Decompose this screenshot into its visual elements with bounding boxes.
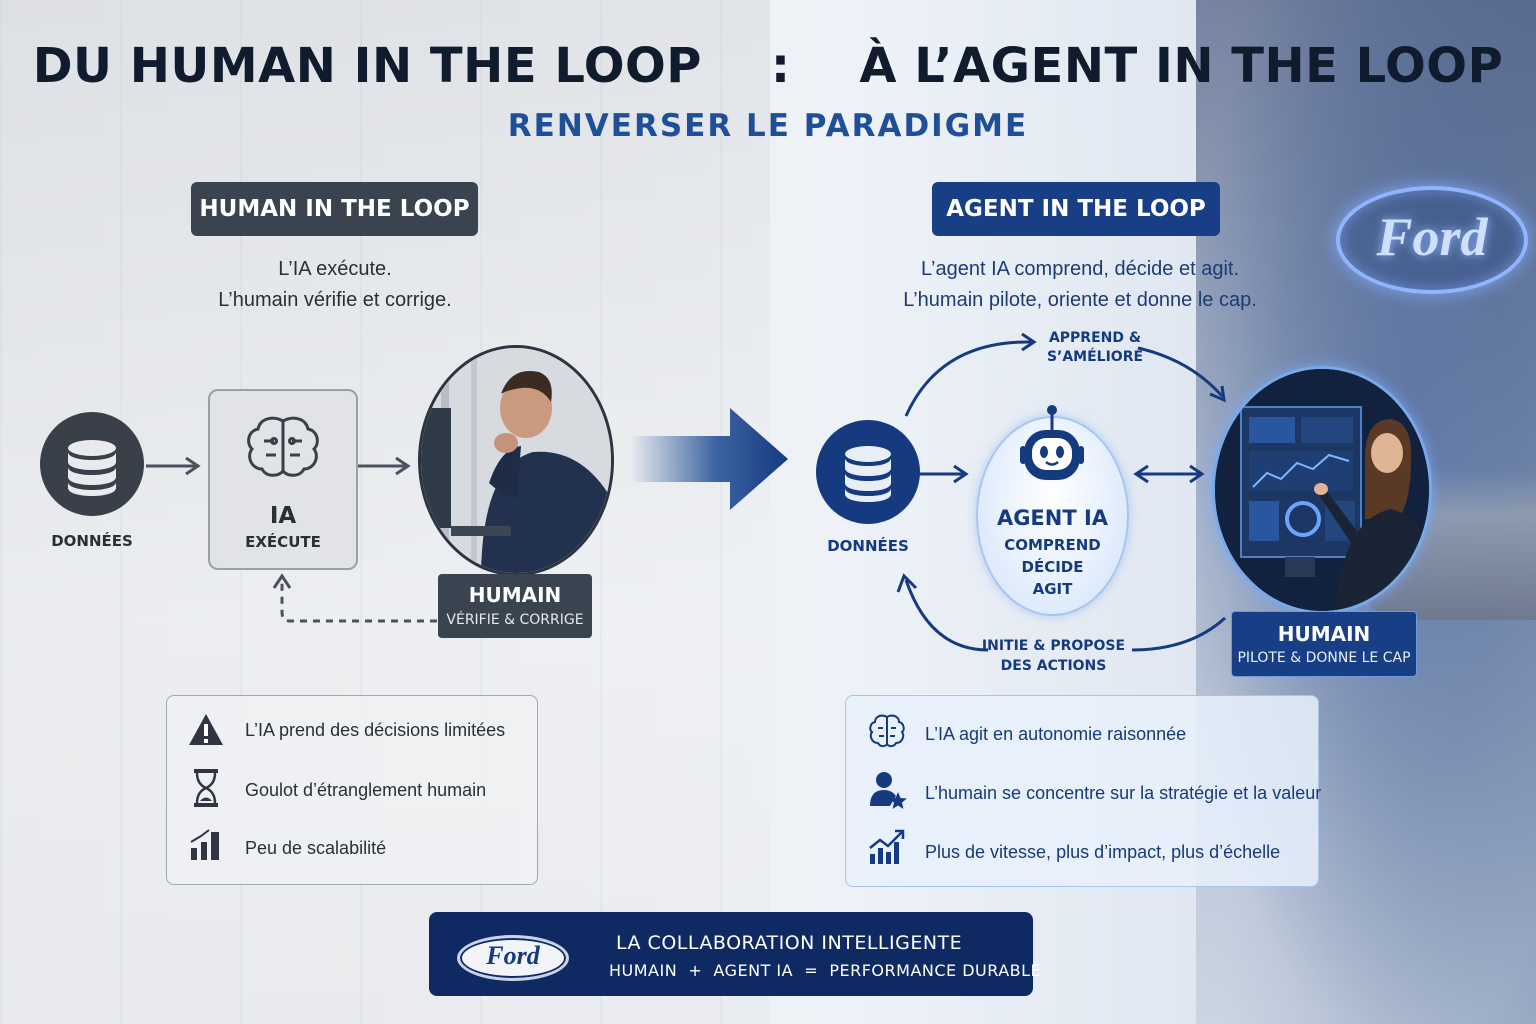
left-limitations-box: L’IA prend des décisions limitées Goulot… bbox=[166, 695, 538, 885]
right-point-3: Plus de vitesse, plus d’impact, plus d’é… bbox=[925, 842, 1281, 862]
agent-ia-circle: AGENT IA COMPREND DÉCIDE AGIT bbox=[976, 405, 1129, 616]
ia-execute-box: IA EXÉCUTE bbox=[208, 389, 358, 570]
left-point-3: Peu de scalabilité bbox=[245, 838, 387, 858]
agent-line-3: AGIT bbox=[1032, 580, 1073, 598]
ia-title: IA bbox=[269, 503, 297, 529]
loop-bottom-line1: INITIE & PROPOSE bbox=[981, 638, 1126, 654]
agent-line-2: DÉCIDE bbox=[1021, 558, 1084, 576]
subtitle: RENVERSER LE PARADIGME bbox=[507, 108, 1029, 144]
ford-logo-text: Ford bbox=[486, 941, 540, 970]
human-pilot-photo bbox=[1212, 366, 1432, 614]
database-icon bbox=[68, 440, 116, 496]
loop-top-line1: APPREND & bbox=[1048, 330, 1142, 346]
left-human-label-box: HUMAIN VÉRIFIE & CORRIGE bbox=[438, 574, 592, 638]
ford-logo: Ford bbox=[457, 935, 569, 981]
left-point-1: L’IA prend des décisions limitées bbox=[245, 720, 506, 740]
user-star-icon bbox=[870, 772, 907, 809]
agent-title: AGENT IA bbox=[996, 506, 1109, 530]
right-desc-line2: L’humain pilote, oriente et donne le cap… bbox=[903, 289, 1257, 311]
left-human-subtitle: VÉRIFIE & CORRIGE bbox=[446, 612, 584, 628]
left-desc-line1: L’IA exécute. bbox=[278, 258, 392, 280]
growth-chart-icon bbox=[869, 829, 905, 864]
right-benefits-box: L’IA agit en autonomie raisonnée L’humai… bbox=[845, 695, 1322, 887]
right-human-subtitle: PILOTE & DONNE LE CAP bbox=[1237, 650, 1411, 666]
man-at-computer-illustration bbox=[421, 348, 611, 573]
ford-sign-logo: Ford bbox=[1376, 207, 1488, 267]
loop-bottom-line2: DES ACTIONS bbox=[1000, 658, 1107, 674]
main-title: DU HUMAN IN THE LOOP : À L’AGENT IN THE … bbox=[32, 38, 1504, 94]
brain-icon bbox=[247, 416, 319, 477]
human-in-the-loop-pill: HUMAN IN THE LOOP bbox=[191, 182, 478, 236]
right-point-1: L’IA agit en autonomie raisonnée bbox=[925, 724, 1187, 744]
right-description: L’agent IA comprend, décide et agit. L’h… bbox=[860, 254, 1300, 316]
loop-top-label: APPREND & S’AMÉLIORE bbox=[1030, 329, 1160, 367]
warning-icon bbox=[189, 714, 223, 745]
left-point-2: Goulot d’étranglement humain bbox=[245, 780, 487, 800]
ia-subtitle: EXÉCUTE bbox=[245, 533, 321, 551]
left-data-circle bbox=[40, 412, 144, 516]
hourglass-icon bbox=[194, 769, 218, 807]
right-desc-line1: L’agent IA comprend, décide et agit. bbox=[921, 258, 1239, 280]
right-data-circle bbox=[816, 420, 920, 524]
feedback-loop-arrows bbox=[896, 332, 1227, 652]
left-data-label: DONNÉES bbox=[51, 532, 133, 550]
left-description: L’IA exécute. L’humain vérifie et corrig… bbox=[150, 254, 520, 316]
left-arrows bbox=[146, 456, 437, 623]
right-data-label: DONNÉES bbox=[827, 537, 909, 555]
bar-chart-icon bbox=[190, 829, 219, 860]
left-desc-line2: L’humain vérifie et corrige. bbox=[218, 289, 452, 311]
agent-in-the-loop-pill: AGENT IN THE LOOP bbox=[932, 182, 1220, 236]
banner-equation: HUMAIN + AGENT IA = PERFORMANCE DURABLE bbox=[609, 961, 1042, 980]
banner-headline: LA COLLABORATION INTELLIGENTE bbox=[616, 932, 963, 954]
transition-arrow-icon bbox=[630, 408, 788, 510]
right-point-2: L’humain se concentre sur la stratégie e… bbox=[925, 783, 1322, 803]
ford-neon-sign: Ford bbox=[1336, 186, 1528, 294]
right-human-label-box: HUMAIN PILOTE & DONNE LE CAP bbox=[1231, 611, 1417, 677]
woman-at-dashboard-illustration bbox=[1215, 369, 1429, 611]
left-human-title: HUMAIN bbox=[468, 583, 562, 607]
human-operator-photo bbox=[418, 345, 614, 576]
robot-icon bbox=[1020, 405, 1084, 480]
loop-top-line2: S’AMÉLIORE bbox=[1046, 349, 1144, 365]
agent-line-1: COMPREND bbox=[1004, 536, 1101, 554]
right-human-title: HUMAIN bbox=[1277, 622, 1371, 646]
database-icon bbox=[845, 446, 891, 502]
loop-bottom-label: INITIE & PROPOSE DES ACTIONS bbox=[976, 636, 1131, 676]
brain-icon bbox=[869, 714, 905, 748]
